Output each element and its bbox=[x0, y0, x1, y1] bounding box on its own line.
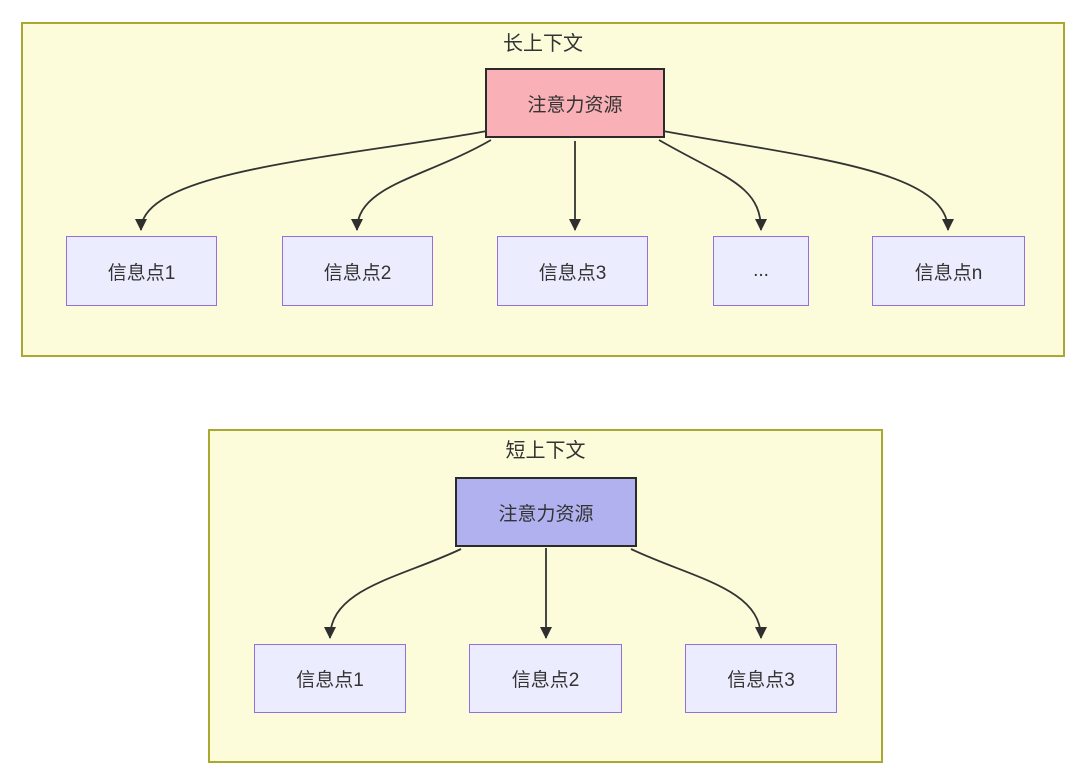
attention-resource-node-short: 注意力资源 bbox=[455, 477, 637, 547]
info-point-node: 信息点3 bbox=[685, 644, 837, 713]
info-point-node: 信息点2 bbox=[469, 644, 622, 713]
info-point-node-ellipsis: ... bbox=[713, 236, 809, 306]
info-point-node: 信息点1 bbox=[66, 236, 217, 306]
group-short-context-title: 短上下文 bbox=[505, 440, 586, 462]
info-point-node: 信息点n bbox=[872, 236, 1025, 306]
info-point-node: 信息点2 bbox=[282, 236, 433, 306]
info-point-node: 信息点1 bbox=[254, 644, 406, 713]
attention-resource-node-long: 注意力资源 bbox=[485, 68, 665, 138]
group-long-context-title: 长上下文 bbox=[503, 33, 583, 55]
info-point-node: 信息点3 bbox=[497, 236, 648, 306]
